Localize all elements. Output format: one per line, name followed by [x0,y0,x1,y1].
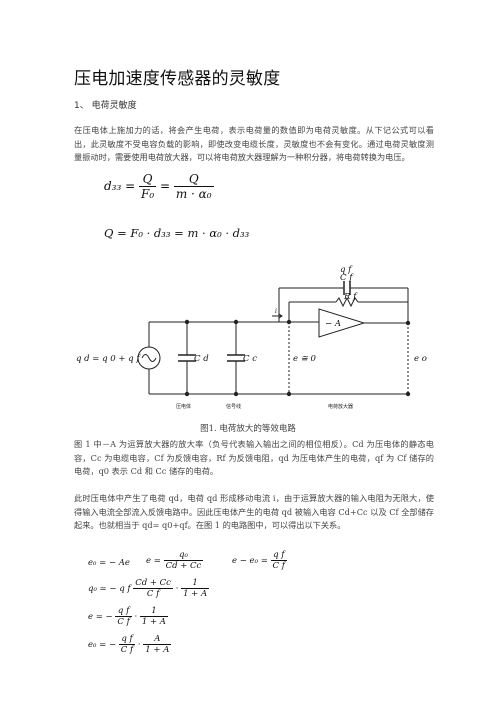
equation-e0: e₀ = − Ae [88,558,130,568]
eq-q0-den2: 1 + A [183,589,208,599]
eq1-num2: Q [173,172,214,187]
equation-e: e = q₀ Cd + Cc [146,550,204,571]
eq1-fraction-1: Q F₀ [139,172,157,201]
eq1-lhs: d₃₃ = [104,179,136,193]
label-charge-amp: 电荷放大器 [328,403,353,410]
paragraph-derivation: 此时压电体中产生了电荷 qd，电荷 qd 形成移动电流 i，由于运算放大器的输入… [74,493,434,530]
eq-e0-result-num: q f [118,634,136,645]
eq1-den1: F₀ [141,187,155,201]
document-title: 压电加速度传感器的灵敏度 [74,69,281,89]
label-qf: q f [340,265,353,275]
label-source: q d = q 0 + q f [76,354,141,364]
eq1-num1: Q [139,172,157,187]
eq-q0-num2: 1 [181,578,210,589]
eq-e-result-fraction-2: 1 1 + A [139,606,168,627]
equation-d33: d₃₃ = Q F₀ = Q m · α₀ [104,172,214,201]
label-amp: − A [325,319,341,329]
label-rf: R f [343,292,358,302]
paragraph-intro: 在压电体上施加力的话，将会产生电荷，表示电荷量的数值即为电荷灵敏度。从下记公式可… [74,125,434,162]
eq-e0-result-lhs: e₀ = − [88,640,117,650]
eq-e-result-den: C f [117,617,130,627]
charge-amplifier-circuit: q f C f R f − A i q d = q 0 + q f C d C … [76,265,427,410]
eq1-fraction-2: Q m · α₀ [173,172,214,201]
eq-e-result-num2: 1 [139,606,168,617]
eq-q0-fraction-2: 1 1 + A [181,578,210,599]
label-signal-line: 信号线 [226,403,241,410]
paragraph-legend: 图 1 中－A 为运算放大器的放大率（负号代表输入输出之间的相位相反）。Cd 为… [74,439,434,476]
eq-e-result-den2: 1 + A [141,617,166,627]
eq-diff-fraction: q f C f [270,550,287,571]
eq-diff-lhs: e − e₀ = [232,556,268,566]
eq-e0-result-fraction-2: A 1 + A [143,634,172,655]
eq-q0-num: Cd + Cc [133,578,173,589]
eq-e-lhs: e = [146,556,161,566]
equation-e-minus-e0: e − e₀ = q f C f [232,550,287,571]
equation-charge: Q = F₀ · d₃₃ = m · α₀ · d₃₃ [104,226,250,240]
equation-q0: q₀ = − q f Cd + Cc C f · 1 1 + A [88,578,210,599]
eq-e-result-fraction-1: q f C f [115,606,132,627]
eq-e0-result-den2: 1 + A [145,645,170,655]
eq1-mid: = [159,179,171,193]
eq-diff-num: q f [270,550,287,561]
equation-e0-result: e₀ = − q f C f · A 1 + A [88,634,172,655]
eq-diff-den: C f [272,561,285,571]
eq-q0-den: C f [146,589,160,599]
eq-q0-lhs: q₀ = − q f [88,584,131,594]
equation-e-result: e = − q f C f · 1 1 + A [88,606,168,627]
label-cf: C f [340,273,354,283]
label-eo: e o [414,354,427,364]
eq-e-result-lhs: e = − [88,612,113,622]
eq1-den2: m · α₀ [175,187,212,201]
label-cc: C c [243,354,257,364]
eq-e-den: Cd + Cc [165,561,202,571]
eq-e0-result-fraction-1: q f C f [118,634,136,655]
eq-q0-fraction-1: Cd + Cc C f [133,578,173,599]
label-e: e ≅ 0 [293,354,317,364]
eq-e-result-num: q f [115,606,132,617]
eq-e0-result-den: C f [120,645,134,655]
figure-caption: 图1. 电荷放大的等效电路 [200,424,296,434]
label-i: i [275,308,277,315]
eq-e-num: q₀ [163,550,204,561]
eq-e-fraction: q₀ Cd + Cc [163,550,204,571]
section-heading: 1、 电荷灵敏度 [74,101,137,111]
label-piezo: 压电体 [176,403,191,410]
eq-e0-result-num2: A [143,634,172,645]
label-cd: C d [194,354,209,364]
